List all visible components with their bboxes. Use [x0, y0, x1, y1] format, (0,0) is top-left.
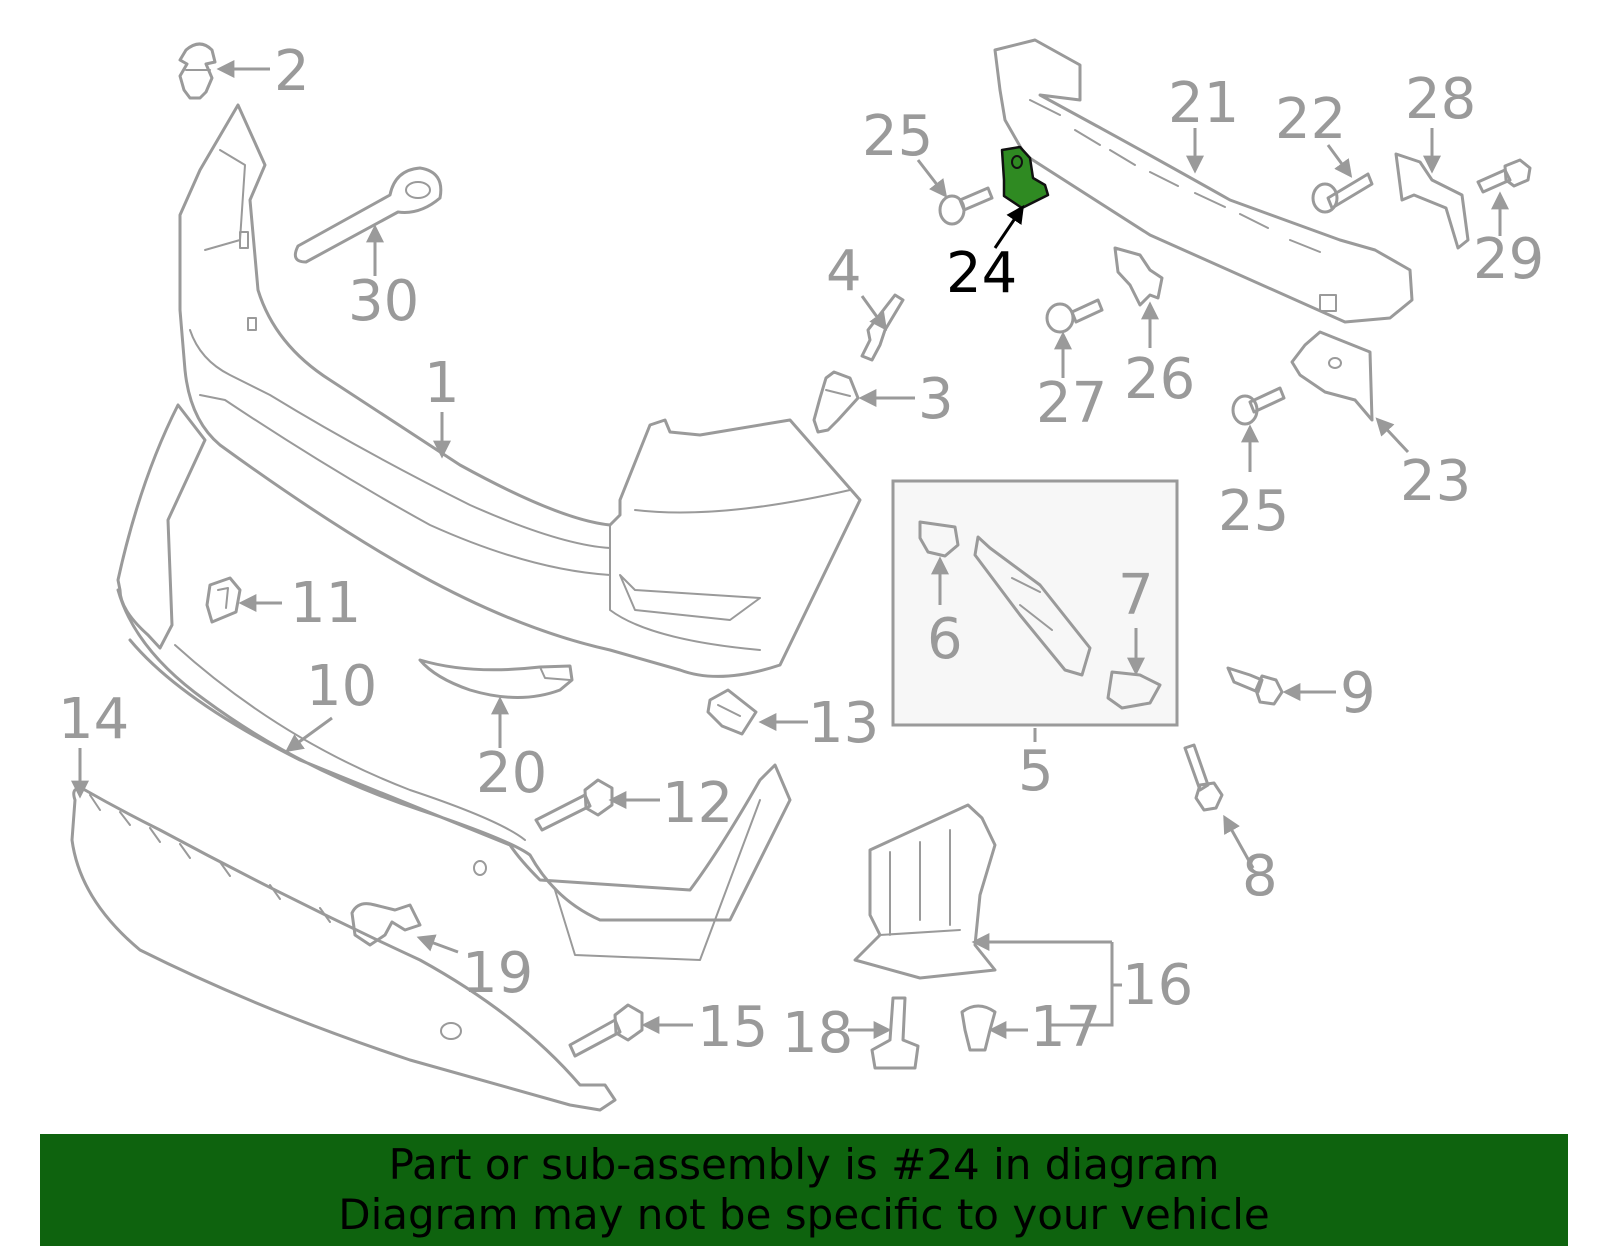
- part-20-reflector: [418, 658, 574, 699]
- callout-labels: 2 30 1 4 3 11 10 14 20 13 12 19 15 18 17…: [58, 39, 1544, 1066]
- callout-25-bottom: 25: [1218, 479, 1289, 544]
- part-27-screw: [1045, 298, 1104, 334]
- part-8-bolt: [1183, 743, 1224, 812]
- callout-6: 6: [927, 607, 963, 672]
- callout-3: 3: [918, 367, 954, 432]
- callout-13: 13: [808, 691, 879, 756]
- part-25-screw-bottom: [1231, 386, 1286, 426]
- callout-18: 18: [782, 1001, 853, 1066]
- callout-11: 11: [290, 571, 361, 636]
- callout-7: 7: [1118, 563, 1154, 628]
- banner-line-2: Diagram may not be specific to your vehi…: [338, 1190, 1270, 1239]
- part-13-clip-nut: [706, 688, 758, 736]
- callout-22: 22: [1275, 87, 1346, 152]
- part-4-pin: [860, 293, 905, 362]
- callout-25-top: 25: [862, 104, 933, 169]
- part-29-bolt: [1476, 158, 1532, 194]
- callout-19: 19: [462, 941, 533, 1006]
- callout-15: 15: [697, 995, 768, 1060]
- part-23-bracket: [1290, 330, 1374, 422]
- callout-28: 28: [1405, 67, 1476, 132]
- callout-30: 30: [348, 269, 419, 334]
- callout-5: 5: [1018, 739, 1054, 804]
- banner-line-1: Part or sub-assembly is #24 in diagram: [388, 1140, 1220, 1189]
- callout-2: 2: [274, 39, 310, 104]
- part-21-absorber: [993, 38, 1414, 324]
- part-30-tow-hook: [293, 166, 443, 264]
- part-1-bumper-cover: [178, 103, 862, 678]
- callout-12: 12: [662, 771, 733, 836]
- part-24-bracket-highlighted: [1000, 145, 1050, 210]
- callout-1: 1: [424, 351, 460, 416]
- callout-17: 17: [1030, 995, 1101, 1060]
- callout-24-highlighted: 24: [946, 241, 1017, 306]
- part-25-screw-top: [938, 186, 994, 226]
- part-2-clip: [178, 42, 217, 100]
- callout-29: 29: [1473, 227, 1544, 292]
- callout-4: 4: [826, 239, 862, 304]
- callout-27: 27: [1036, 371, 1107, 436]
- callout-21: 21: [1168, 71, 1239, 136]
- part-5-assembly-box: [891, 479, 1179, 727]
- part-17-clip: [960, 1004, 997, 1052]
- callout-8: 8: [1242, 844, 1278, 909]
- part-22-screw: [1311, 172, 1374, 214]
- callout-14: 14: [58, 687, 129, 752]
- part-15-bolt: [568, 1003, 644, 1058]
- callout-9: 9: [1340, 661, 1376, 726]
- part-12-bolt: [534, 778, 614, 832]
- callout-16: 16: [1122, 953, 1193, 1018]
- callout-20: 20: [476, 741, 547, 806]
- callout-26: 26: [1124, 347, 1195, 412]
- part-26-bracket: [1113, 246, 1164, 307]
- part-9-bolt: [1226, 666, 1284, 706]
- leader-lines: [71, 60, 1509, 1039]
- callout-10: 10: [306, 654, 377, 719]
- part-3-clip: [812, 370, 860, 434]
- part-18-stud: [870, 996, 920, 1070]
- part-11-bracket: [205, 576, 242, 624]
- callout-23: 23: [1400, 449, 1471, 514]
- part-14-skid-plate: [70, 787, 617, 1112]
- part-19-sensor: [350, 902, 422, 947]
- part-16-bracket: [853, 803, 997, 980]
- info-banner: Part or sub-assembly is #24 in diagram D…: [40, 1134, 1568, 1246]
